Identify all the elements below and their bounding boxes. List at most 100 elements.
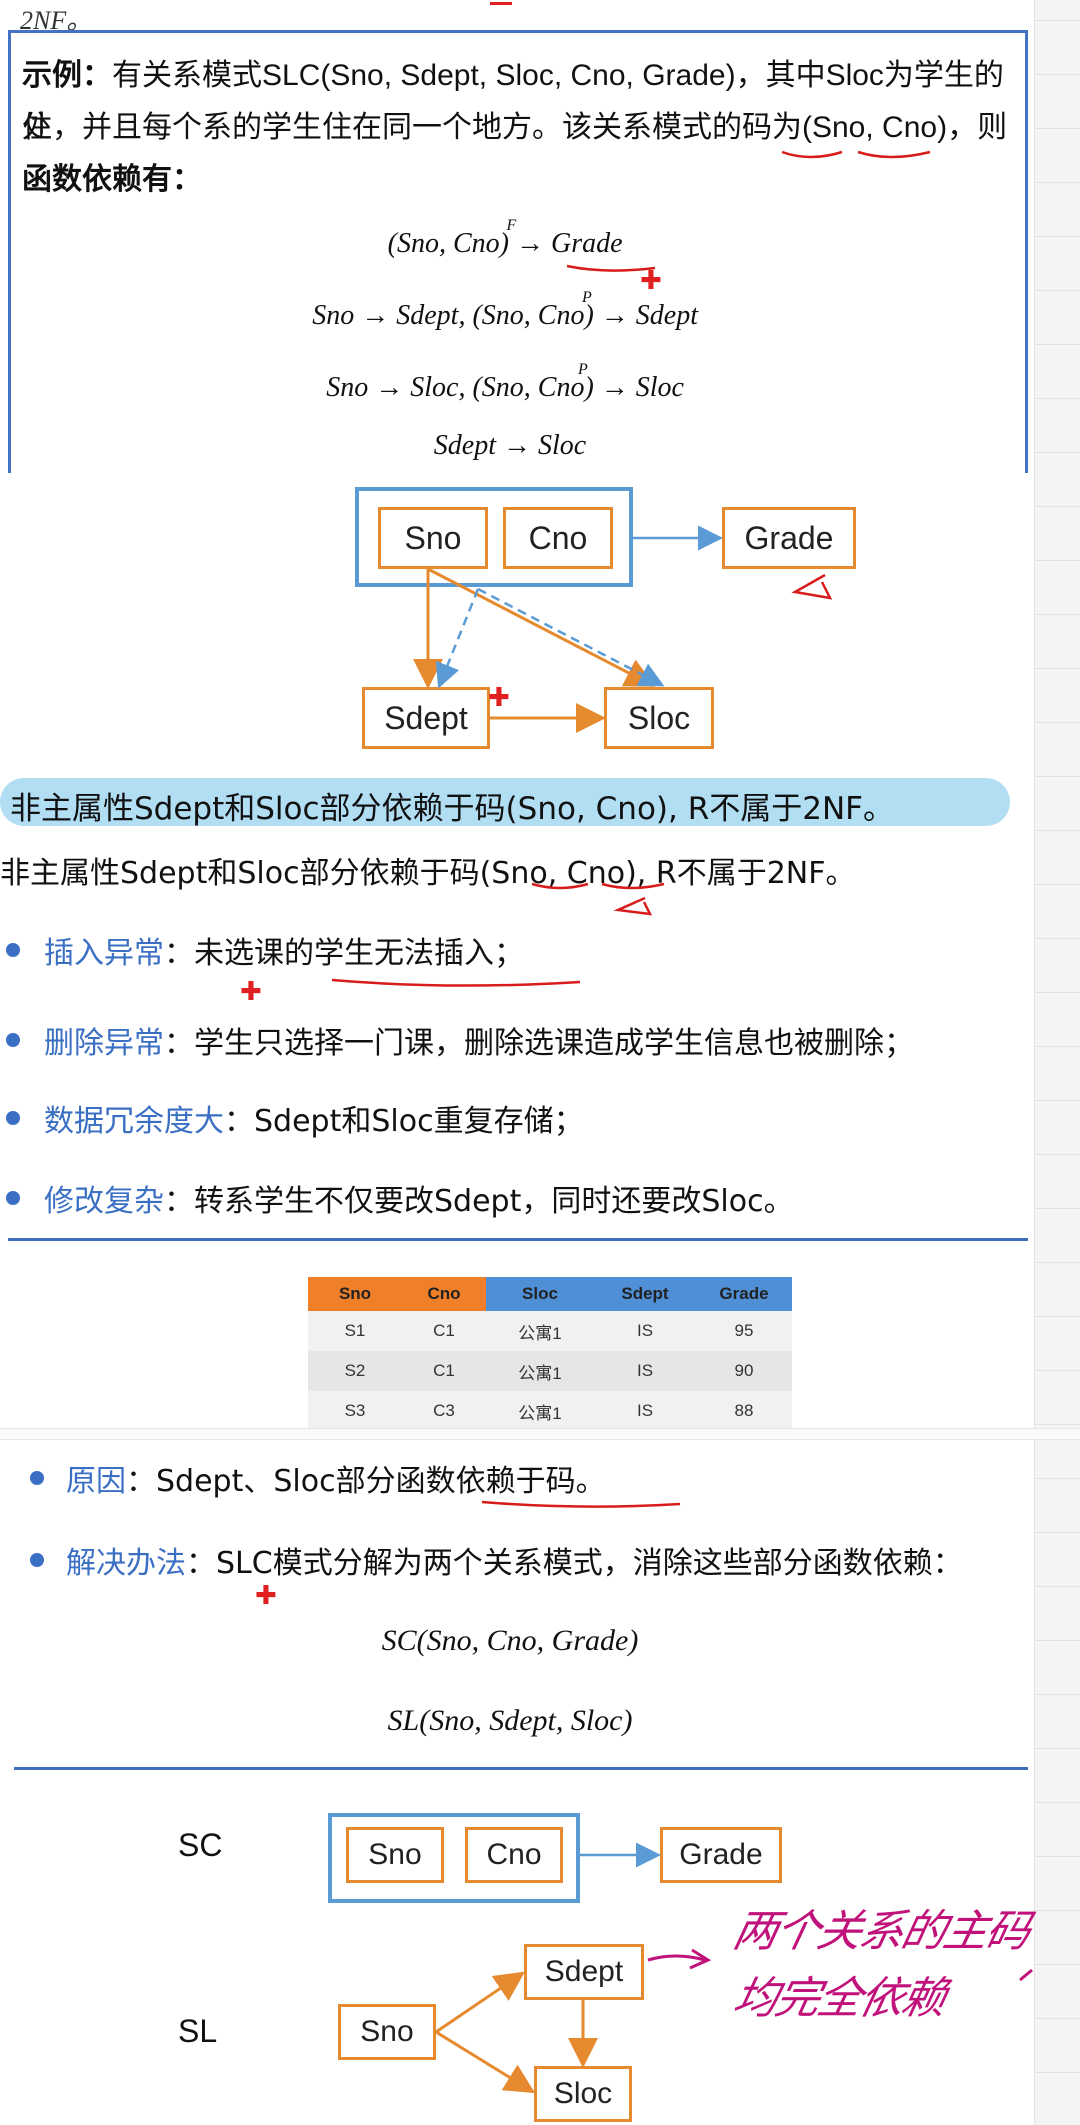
strip-gridline <box>1035 1910 1080 1911</box>
slice-divider <box>0 1428 1080 1440</box>
schema-sl: SL(Sno, Sdept, Sloc) <box>387 1704 633 1737</box>
strip-gridline <box>1035 668 1080 669</box>
header-cell: Sno <box>308 1277 402 1311</box>
strip-gridline <box>1035 2072 1080 2073</box>
strip-gridline <box>1035 1154 1080 1155</box>
reason-line: 原因：Sdept、Sloc部分函数依赖于码。 <box>66 1464 606 1499</box>
table-cell: 88 <box>696 1391 792 1431</box>
schema-sc: SC(Sno, Cno, Grade) <box>381 1624 639 1657</box>
red-mark <box>490 2 512 5</box>
anomaly-insert: 插入异常：未选课的学生无法插入； <box>44 936 524 971</box>
node-sno: Sno <box>378 507 488 569</box>
sc-node-grade: Grade <box>660 1827 782 1883</box>
bullet-icon <box>30 1553 44 1567</box>
diagram1-arrows <box>413 525 833 733</box>
strip-gridline <box>1035 1370 1080 1371</box>
example-line-1: 示例：有关系模式SLC(Sno, Sdept, Sloc, Cno, Grade… <box>22 50 1012 154</box>
strip-gridline <box>1035 614 1080 615</box>
strip-gridline <box>1035 182 1080 183</box>
strip-gridline <box>1035 1694 1080 1695</box>
sl-node-sdept: Sdept <box>524 1944 644 2000</box>
strip-gridline <box>1035 992 1080 993</box>
key-box <box>355 487 633 587</box>
strip-gridline <box>1035 452 1080 453</box>
separator <box>14 1767 1028 1770</box>
header-cell: Sdept <box>594 1277 696 1311</box>
strip-gridline <box>1035 1586 1080 1587</box>
red-plus-3: ✚ <box>240 976 262 1006</box>
node-cno: Cno <box>503 507 613 569</box>
underline-reason <box>481 1500 681 1508</box>
table-cell: C1 <box>402 1311 486 1351</box>
table-cell: S3 <box>308 1391 402 1431</box>
handwriting-line-2: 均完全依赖 <box>728 1973 950 2024</box>
formula-1: (Sno, Cno) → GradeF <box>387 217 623 259</box>
strip-gridline <box>1035 1640 1080 1641</box>
bullet-icon <box>6 1111 20 1125</box>
sc-node-sno: Sno <box>346 1827 444 1883</box>
underline-plain <box>531 882 665 916</box>
formula-2: Sno → Sdept, (Sno, Cno) → SdeptP <box>312 289 698 331</box>
node-grade: Grade <box>722 507 856 569</box>
header-cell: Grade <box>696 1277 792 1311</box>
strip-gridline <box>1035 506 1080 507</box>
formula-4: Sdept → Sloc <box>433 430 587 461</box>
red-plus-4: ✚ <box>255 1580 277 1610</box>
table-cell: C1 <box>402 1351 486 1391</box>
strip-gridline <box>1035 776 1080 777</box>
strip-gridline <box>1035 830 1080 831</box>
separator <box>8 1238 1028 1241</box>
diagram2-arrows <box>435 1842 1033 2094</box>
bullet-icon <box>30 1471 44 1485</box>
strip-gridline <box>1035 344 1080 345</box>
strip-gridline <box>1035 290 1080 291</box>
sl-label: SL <box>178 2013 218 2049</box>
node-sloc: Sloc <box>604 687 714 749</box>
plain-line: 非主属性Sdept和Sloc部分依赖于码(Sno, Cno), R不属于2NF。 <box>0 856 856 891</box>
strip-gridline <box>1035 1100 1080 1101</box>
table-cell: 公寓1 <box>486 1351 594 1391</box>
strip-gridline <box>1035 2018 1080 2019</box>
strip-gridline <box>1035 1748 1080 1749</box>
formula-3: Sno → Sloc, (Sno, Cno) → SlocP <box>326 361 684 403</box>
example-box <box>8 30 1028 473</box>
bullet-icon <box>6 1191 20 1205</box>
table-cell: 95 <box>696 1311 792 1351</box>
header-cell: Sloc <box>486 1277 594 1311</box>
strip-gridline <box>1035 1262 1080 1263</box>
bullet-icon <box>6 1033 20 1047</box>
table-cell: C3 <box>402 1391 486 1431</box>
strip-gridline <box>1035 1856 1080 1857</box>
sc-key-box <box>328 1813 580 1903</box>
strip-gridline <box>1035 1532 1080 1533</box>
anomaly-redundancy: 数据冗余度大：Sdept和Sloc重复存储； <box>44 1104 584 1139</box>
table-cell: 公寓1 <box>486 1311 594 1351</box>
sc-label: SC <box>178 1827 223 1863</box>
underline-grade <box>566 264 656 272</box>
example-line-3: 函数依赖有： <box>22 163 202 196</box>
highlight-bar <box>0 778 1010 826</box>
example-text-1: 有关系模式SLC(Sno, Sdept, Sloc, Cno, Grade)，其… <box>22 59 1004 144</box>
table-cell: IS <box>594 1391 696 1431</box>
strip-gridline <box>1035 1208 1080 1209</box>
strip-gridline <box>1035 884 1080 885</box>
highlight-line: 非主属性Sdept和Sloc部分依赖于码(Sno, Cno), R不属于2NF。 <box>10 791 894 827</box>
strip-gridline <box>1035 74 1080 75</box>
red-plus-2: ✚ <box>488 682 510 712</box>
side-strip <box>1034 0 1080 2125</box>
anomaly-update: 修改复杂：转系学生不仅要改Sdept，同时还要改Sloc。 <box>44 1184 794 1219</box>
strip-gridline <box>1035 1316 1080 1317</box>
strip-gridline <box>1035 1478 1080 1479</box>
table-cell: 公寓1 <box>486 1391 594 1431</box>
strip-gridline <box>1035 1046 1080 1047</box>
underline-key <box>781 150 931 159</box>
sl-node-sno: Sno <box>338 2004 436 2060</box>
table-cell: S1 <box>308 1311 402 1351</box>
handwriting-line-1: 两个关系的主码 <box>728 1906 1034 1957</box>
anomaly-delete: 删除异常：学生只选择一门课，删除选课造成学生信息也被删除； <box>44 1026 914 1061</box>
example-line-2: 处，并且每个系的学生住在同一个地方。该关系模式的码为(Sno, Cno)，则 <box>22 111 1008 144</box>
